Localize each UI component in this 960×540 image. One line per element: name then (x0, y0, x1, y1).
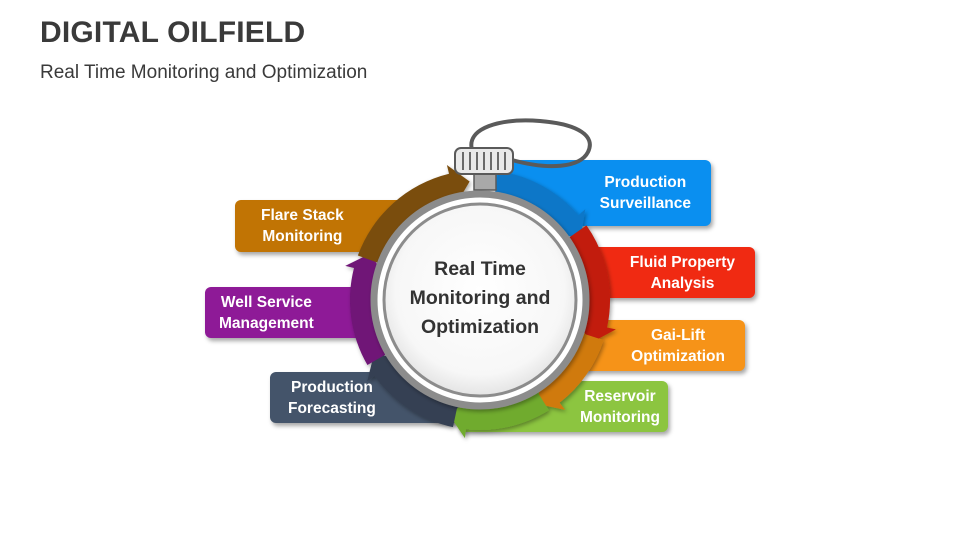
stage-label: Fluid Property Analysis (629, 253, 735, 292)
stage-label: Reservoir Monitoring (579, 387, 660, 426)
cycle-arrow-gai-lift-optimization (537, 333, 604, 410)
stage-label: Production Surveillance (599, 174, 691, 212)
page-title: DIGITAL OILFIELD (40, 16, 306, 49)
page-subtitle: Real Time Monitoring and Optimization (40, 62, 368, 83)
cycle-arrows (345, 164, 616, 439)
stage-box-flare-stack-monitoring: Flare Stack Monitoring (235, 200, 410, 252)
stopwatch-stem (473, 173, 497, 191)
cycle-arrow-well-service-management (345, 253, 387, 365)
cycle-arrow-reservoir-monitoring (449, 391, 549, 439)
stopwatch-face (382, 202, 578, 398)
cycle-arrow-production-surveillance (495, 171, 586, 237)
stage-label: Gai-Lift Optimization (631, 326, 725, 365)
stage-label: Production Forecasting (288, 378, 376, 417)
stopwatch-crown-icon (454, 147, 514, 175)
stage-label: Flare Stack Monitoring (261, 207, 344, 245)
cycle-arrow-fluid-property-analysis (568, 225, 616, 343)
cycle-arrow-production-forecasting (367, 354, 458, 428)
stage-label: Well Service Management (219, 293, 314, 332)
stopwatch-cord (469, 118, 592, 169)
center-label: Real Time Monitoring and Optimization (409, 258, 551, 338)
